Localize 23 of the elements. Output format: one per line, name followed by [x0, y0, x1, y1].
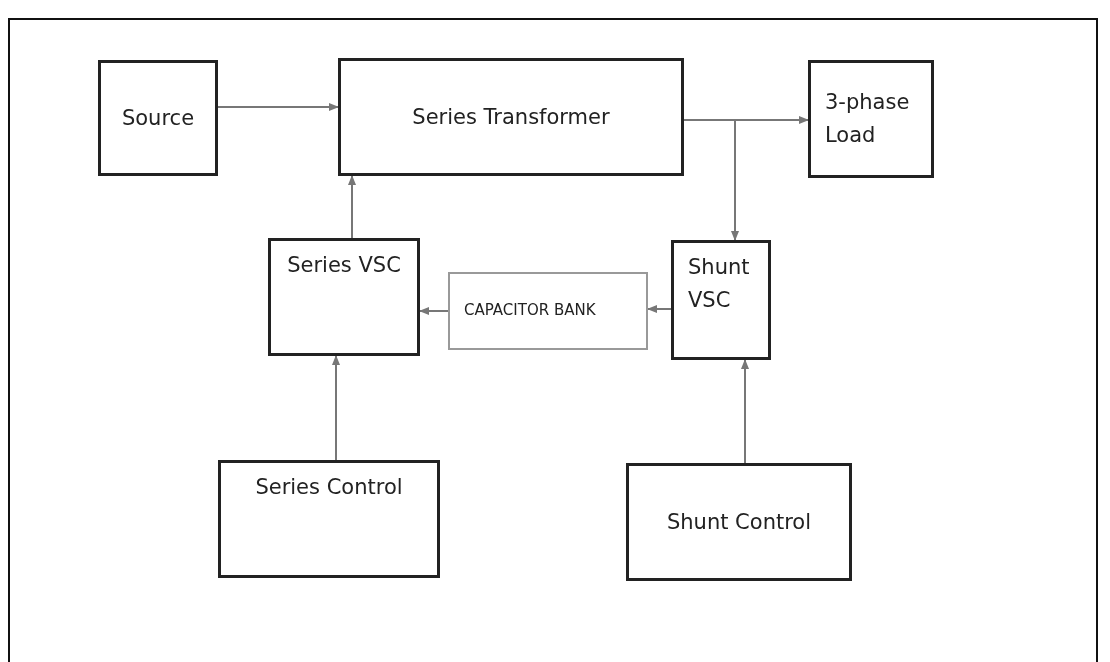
block-box: [448, 272, 648, 350]
block-label: CAPACITOR BANK: [464, 300, 596, 322]
arrow: [217, 103, 339, 111]
arrow: [332, 355, 340, 461]
block-box: [98, 60, 218, 176]
block-label: Series Control: [255, 474, 403, 501]
block-box: [218, 460, 440, 578]
block-box: [268, 238, 420, 356]
block-box: [626, 463, 852, 581]
block-label: 3-phase Load: [825, 89, 911, 149]
arrow: [741, 359, 749, 464]
block-box: [338, 58, 684, 176]
arrow: [419, 307, 449, 315]
arrow: [647, 305, 672, 313]
block-box: [671, 240, 771, 360]
arrow: [683, 119, 739, 241]
block-label: Source: [121, 104, 195, 132]
arrow: [348, 175, 356, 239]
block-label: Shunt VSC: [688, 254, 751, 314]
block-label: Series VSC: [287, 252, 401, 279]
block-box: [808, 60, 934, 178]
block-label: Shunt Control: [666, 508, 812, 536]
block-label: Series Transformer: [412, 103, 610, 131]
